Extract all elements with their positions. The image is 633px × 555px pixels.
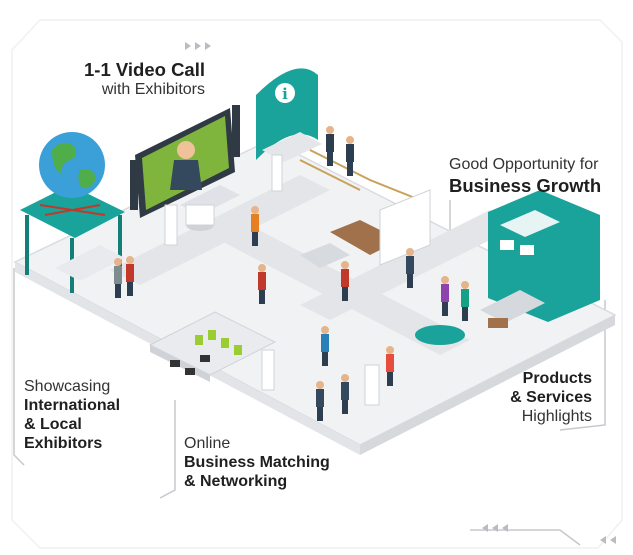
caption-products-line2: & Services bbox=[510, 388, 592, 406]
caption-showcasing: Showcasing International & Local Exhibit… bbox=[24, 378, 120, 454]
product-booth bbox=[415, 190, 600, 345]
caption-showcasing-line4: Exhibitors bbox=[24, 434, 103, 452]
caption-products: Products & Services Highlights bbox=[480, 370, 592, 427]
arrow-marks bbox=[185, 42, 616, 544]
networking-desks bbox=[148, 311, 277, 382]
caption-showcasing-line2: International bbox=[24, 396, 121, 414]
caption-growth-line1: Good Opportunity for bbox=[449, 156, 599, 173]
video-call-booth bbox=[130, 105, 240, 231]
caption-matching: Online Business Matching & Networking bbox=[184, 435, 330, 492]
caption-matching-line3: & Networking bbox=[184, 472, 288, 490]
caption-showcasing-line3: & Local bbox=[24, 415, 82, 433]
caption-growth-line2: Business Growth bbox=[449, 174, 602, 196]
lounge-area bbox=[300, 189, 431, 268]
caption-video-call-title: 1-1 Video Call bbox=[84, 59, 205, 80]
caption-showcasing-line1: Showcasing bbox=[24, 378, 111, 395]
banner-stands bbox=[164, 154, 380, 406]
info-sign-letter: i bbox=[282, 85, 288, 103]
caption-video-call-subtitle: with Exhibitors bbox=[101, 80, 205, 98]
caption-products-line3: Highlights bbox=[521, 407, 592, 425]
caption-products-line1: Products bbox=[522, 370, 592, 387]
caption-matching-line2: Business Matching bbox=[184, 453, 330, 471]
decorative-frame bbox=[11, 19, 623, 549]
caption-growth: Good Opportunity for Business Growth bbox=[449, 156, 601, 197]
globe-booth bbox=[20, 132, 125, 293]
caption-video-call: 1-1 Video Call with Exhibitors bbox=[60, 59, 205, 100]
info-booth: i bbox=[256, 68, 322, 162]
caption-matching-line1: Online bbox=[184, 435, 231, 452]
visitors bbox=[114, 126, 469, 421]
